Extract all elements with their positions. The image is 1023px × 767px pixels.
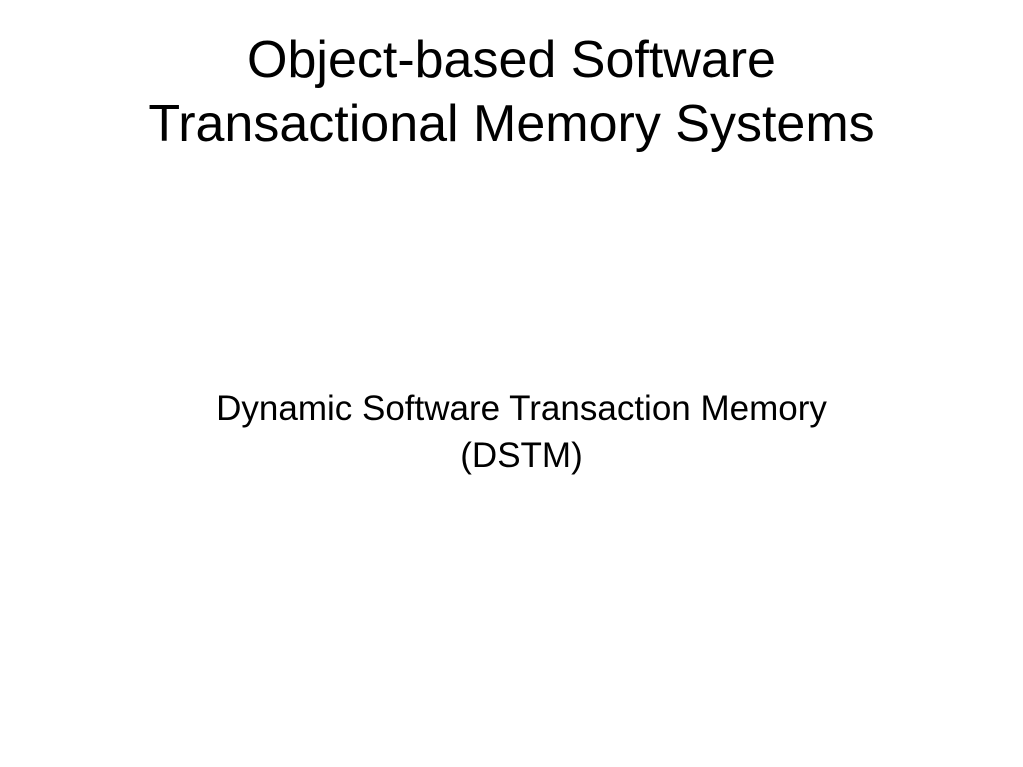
slide-subtitle-line-1: Dynamic Software Transaction Memory	[216, 389, 827, 428]
slide-subtitle-line-2: (DSTM)	[460, 436, 583, 475]
slide-subtitle: Dynamic Software Transaction Memory (DST…	[100, 385, 943, 479]
slide-title: Object-based Software Transactional Memo…	[0, 28, 1023, 156]
slide-title-line-2: Transactional Memory Systems	[148, 95, 875, 153]
slide-title-line-1: Object-based Software	[247, 31, 776, 89]
